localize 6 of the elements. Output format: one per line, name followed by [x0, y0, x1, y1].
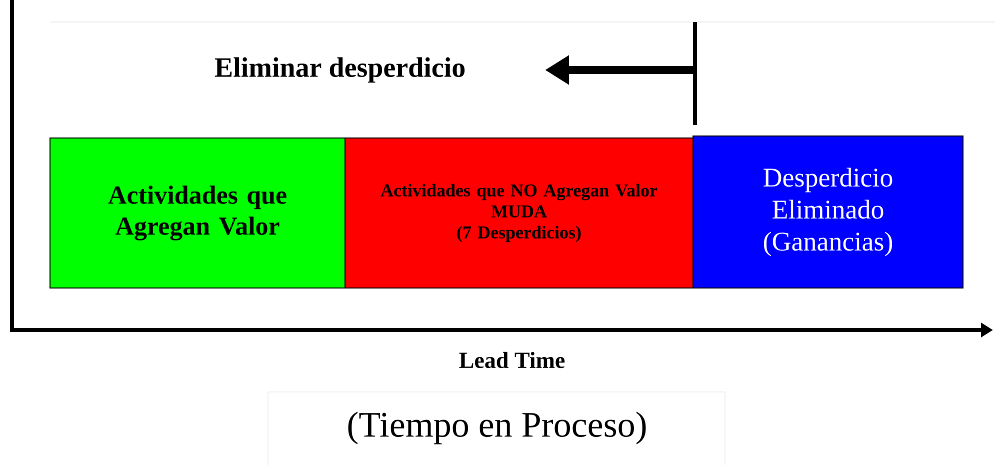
arrow-label: Eliminar desperdicio — [214, 57, 465, 83]
caption: (Tiempo en Proceso) — [348, 412, 646, 444]
process-box: Actividades que Agregan Valor — [50, 138, 346, 288]
process-box: Actividades que NO Agregan Valor MUDA (7 Desperdicios) — [344, 138, 694, 288]
axis-label: Lead Time — [459, 352, 565, 368]
process-box: Desperdicio Eliminado (Ganancias) — [692, 136, 964, 288]
